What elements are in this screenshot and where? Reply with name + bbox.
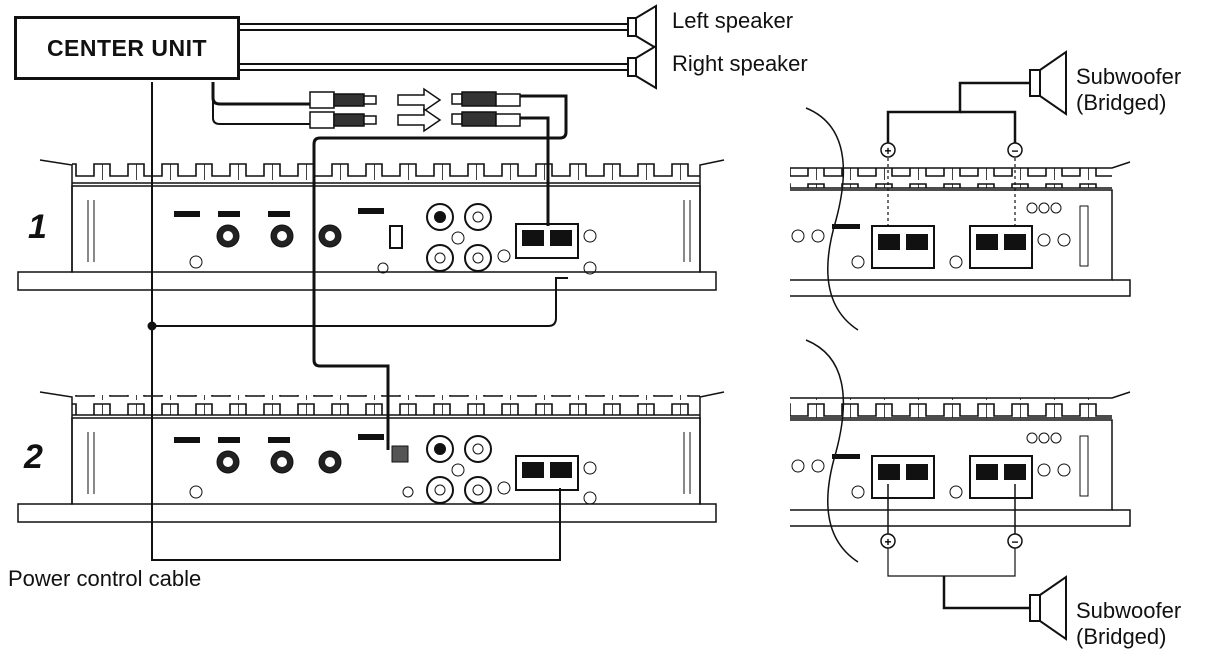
subwoofer-top-wiring	[886, 81, 1030, 226]
amplifier-1-body	[17, 159, 725, 291]
right-speaker-label: Right speaker	[672, 51, 808, 76]
arrow-icon	[397, 87, 442, 133]
minus-terminal-icon	[1007, 142, 1023, 158]
amplifier-2-number: 2	[24, 438, 43, 476]
plus-terminal-icon	[880, 533, 896, 549]
minus-terminal-icon	[1007, 533, 1023, 549]
speaker-icon	[627, 4, 657, 90]
rca-plugs	[309, 91, 521, 129]
subwoofer-bottom-icon	[1029, 575, 1067, 641]
subwoofer-top-icon	[1029, 50, 1067, 116]
subwoofer-bottom-wiring	[887, 484, 1030, 610]
subwoofer-bottom-label: Subwoofer	[1076, 598, 1182, 623]
amplifier-1-number: 1	[28, 208, 47, 246]
subwoofer-top-label: Subwoofer	[1076, 64, 1182, 89]
rca-cables	[211, 82, 568, 450]
plus-terminal-icon	[880, 142, 896, 158]
speaker-wires	[240, 23, 628, 71]
subwoofer-top-sublabel: (Bridged)	[1076, 90, 1167, 115]
amplifier-2-body	[17, 391, 725, 523]
minus-label: −	[1011, 535, 1018, 549]
power-control-cable	[147, 82, 568, 561]
plus-label: +	[884, 535, 891, 549]
center-unit: CENTER UNIT	[14, 16, 240, 80]
break-bracket	[805, 107, 859, 563]
minus-label: −	[1011, 144, 1018, 158]
subwoofer-bottom-sublabel: (Bridged)	[1076, 624, 1167, 649]
left-speaker-label: Left speaker	[672, 8, 794, 33]
center-unit-label: CENTER UNIT	[46, 34, 208, 61]
plus-label: +	[884, 144, 891, 158]
amplifier-1-rear	[790, 161, 1131, 297]
power-control-cable-label: Power control cable	[8, 566, 202, 591]
amplifier-2-rear	[790, 391, 1131, 527]
